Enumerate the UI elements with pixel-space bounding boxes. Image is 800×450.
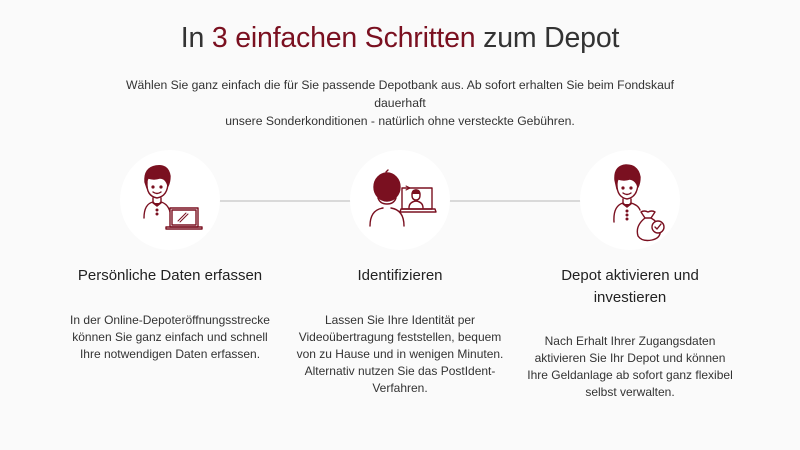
step-2-text-line: Lassen Sie Ihre Identität per bbox=[324, 313, 476, 327]
step-2-icon-circle bbox=[350, 150, 450, 250]
step-2-text-line: Verfahren. bbox=[372, 381, 428, 395]
step-3-text-line: selbst verwalten. bbox=[585, 385, 675, 399]
step-3-text-line: aktivieren Sie Ihr Depot und können bbox=[534, 351, 726, 365]
page-title: In 3 einfachen Schritten zum Depot bbox=[0, 22, 800, 55]
video-identification-icon bbox=[369, 169, 437, 227]
step-3-icon-circle bbox=[580, 150, 680, 250]
step-1-description: In der Online-Depoteröffnungsstrecke kön… bbox=[40, 312, 300, 363]
step-1-text-line: können Sie ganz einfach und schnell bbox=[72, 330, 268, 344]
step-3-title-line: Depot aktivieren und bbox=[561, 267, 699, 284]
step-2-text-line: Videoübertragung feststellen, bequem bbox=[298, 330, 502, 344]
step-3-text-line: Nach Erhalt Ihrer Zugangsdaten bbox=[544, 334, 716, 348]
title-accent: 3 einfachen Schritten bbox=[211, 22, 476, 54]
step-connector-2-3 bbox=[444, 200, 584, 202]
step-connector-1-2 bbox=[214, 200, 354, 202]
step-2-text-line: Alternativ nutzen Sie das PostIdent- bbox=[304, 364, 496, 378]
step-1-text-line: In der Online-Depoteröffnungsstrecke bbox=[70, 313, 270, 327]
intro-line-2: unsere Sonderkonditionen - natürlich ohn… bbox=[225, 114, 575, 128]
step-1-text-line: Ihre notwendigen Daten erfassen. bbox=[79, 347, 261, 361]
step-2-description: Lassen Sie Ihre Identität per Videoübert… bbox=[270, 312, 530, 397]
step-1-title: Persönliche Daten erfassen bbox=[77, 267, 263, 284]
step-2-title: Identifizieren bbox=[357, 267, 443, 284]
title-prefix: In bbox=[180, 22, 212, 54]
step-3-title: Depot aktivieren und investieren bbox=[510, 265, 750, 309]
step-2-text-line: von zu Hause und in wenigen Minuten. bbox=[296, 347, 504, 361]
title-suffix: zum Depot bbox=[475, 22, 620, 54]
step-3-text-line: Ihre Geldanlage ab sofort ganz flexibel bbox=[527, 368, 733, 382]
person-money-bag-icon bbox=[613, 164, 665, 242]
person-laptop-icon bbox=[143, 165, 203, 230]
intro-line-1: Wählen Sie ganz einfach die für Sie pass… bbox=[125, 78, 675, 110]
step-3-description: Nach Erhalt Ihrer Zugangsdaten aktiviere… bbox=[500, 333, 760, 401]
intro-text: Wählen Sie ganz einfach die für Sie pass… bbox=[100, 76, 700, 130]
step-3-title-line: investieren bbox=[593, 289, 667, 306]
step-1-icon-circle bbox=[120, 150, 220, 250]
